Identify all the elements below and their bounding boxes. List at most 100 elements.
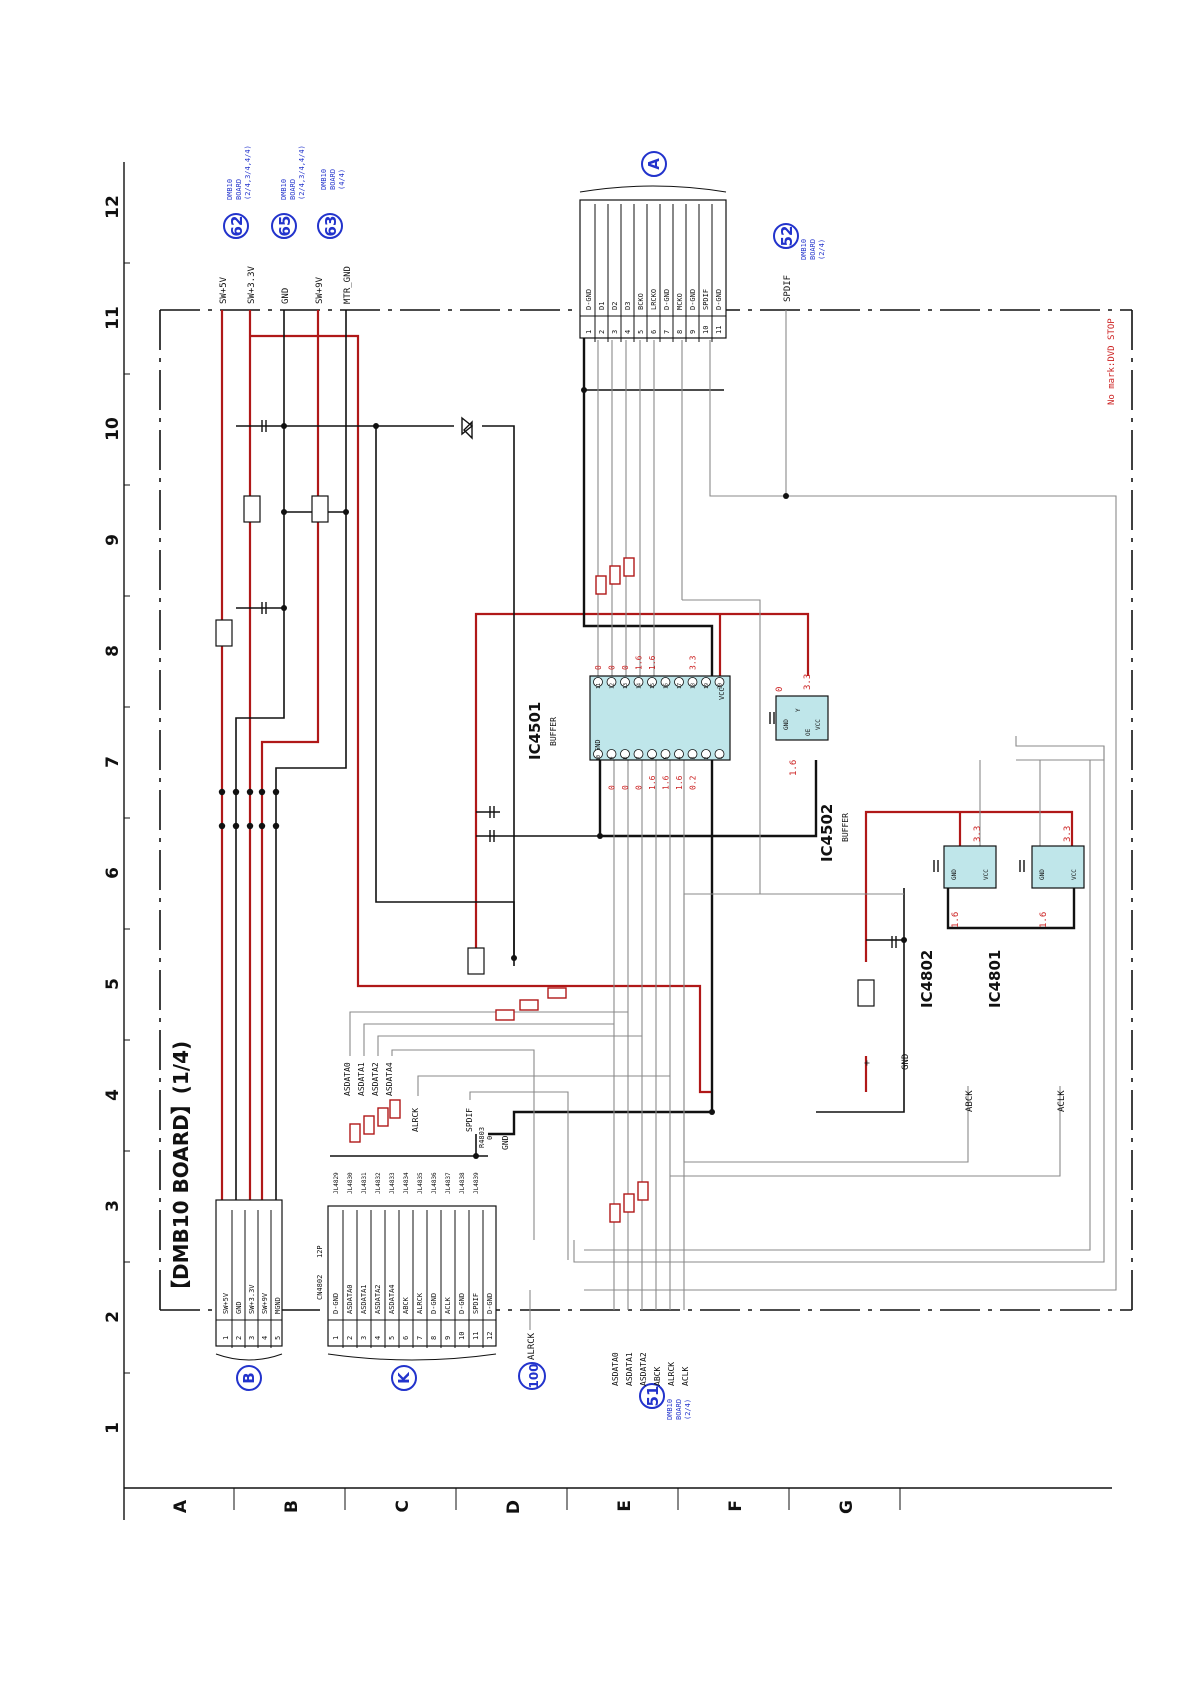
ic4502-volt-1: 3.3 (803, 674, 813, 690)
ic4501-bottom-pin-5: 5 (664, 756, 670, 759)
board-ref-62-desc-1: BOARD (235, 179, 243, 200)
connector-k-pin-1-number: 1 (332, 1336, 340, 1340)
board-ref-63-desc-1: BOARD (329, 169, 337, 190)
connector-a-pin-8-number: 8 (676, 330, 684, 334)
k-side-label-0: ASDATA0 (343, 1062, 352, 1096)
ic4501-top-pin-20: 20 (718, 683, 724, 689)
grid-col-8: 8 (103, 645, 123, 657)
ic4501-func: BUFFER (549, 717, 558, 746)
board-ref-circle-63 (317, 213, 343, 239)
k-jumper-tag-5: JL4834 (403, 1172, 410, 1194)
ic4501-bottom-pin-7: 7 (637, 756, 643, 759)
k-jumper-tag-7: JL4836 (431, 1172, 438, 1194)
ic4501-bottom-volt-9: 0 (608, 785, 617, 790)
grid-col-12: 12 (103, 195, 123, 219)
ic4501-bottom-volt-7: 0 (635, 785, 644, 790)
connector-k-pin-11-number: 11 (472, 1332, 480, 1340)
r4803-value: 0 (486, 1136, 494, 1140)
connector-k-pin-10-name: D-GND (458, 1293, 466, 1314)
ic4501-bottom-pin-2: 2 (704, 756, 710, 759)
connector-b-pin-5-name: MGND (274, 1297, 282, 1314)
grid-row-C: C (393, 1500, 413, 1512)
grid-row-B: B (282, 1500, 302, 1513)
board-ref-63: 63 (322, 216, 340, 237)
connector-a-pin-2-name: D1 (598, 302, 606, 310)
plus-mark: + (862, 1060, 873, 1066)
ic4501-top-volt-18: 3.3 (689, 655, 698, 670)
ic4502-pin-gnd: GND (783, 719, 790, 730)
ic4502-ref: IC4502 (818, 804, 836, 862)
connector-b-pin-2-name: GND (235, 1301, 243, 1314)
power-wires (220, 310, 1074, 1200)
ic4502-pin-oe: OE (805, 728, 812, 736)
k-side-label-2: ASDATA2 (371, 1062, 380, 1096)
connector-k-pin-6-number: 6 (402, 1336, 410, 1340)
connector-b-pin-4-number: 4 (261, 1336, 269, 1340)
grid-col-11: 11 (103, 306, 123, 330)
bottom-signal-5: ACLK (681, 1367, 690, 1386)
board-ref-65-desc-1: BOARD (289, 179, 297, 200)
ic4501-bottom-pin-1: 1 (718, 756, 724, 759)
board-ref-65-desc-0: DMB10 (280, 179, 288, 200)
alrck-bottom-label: ALRCK (527, 1332, 537, 1360)
connector-k: 1D-GND2ASDATA03ASDATA14ASDATA25ASDATA46A… (316, 1062, 510, 1391)
connector-k-sub: 12P (316, 1245, 324, 1258)
board-ref-51-desc-1: BOARD (675, 1399, 683, 1420)
ic4501-top-pin-13: 13 (623, 683, 629, 689)
connector-a-pin-7-number: 7 (663, 330, 671, 334)
ref-circle-a (641, 151, 667, 177)
connector-a-pin-7-name: D-GND (663, 289, 671, 310)
ic4801: IC4801 3.3 1.6 GND VCC (986, 826, 1085, 1008)
right-gnd-label: GND (901, 1054, 911, 1070)
connector-a-pin-3-number: 3 (611, 330, 619, 334)
ic4501-top-pin-17: 17 (677, 683, 683, 689)
ic4501-bottom-volt-6: 1.6 (648, 775, 657, 790)
connector-k-pin-9-number: 9 (444, 1336, 452, 1340)
k-side-label-5: SPDIF (465, 1108, 474, 1132)
ic4501-bottom-volt-4: 1.6 (675, 775, 684, 790)
connector-a-pin-1-name: D-GND (585, 289, 593, 310)
board-ref-62: 62 (228, 216, 246, 237)
bottom-signal-0: ASDATA0 (611, 1352, 620, 1386)
top-signal-1: SW+3.3V (247, 265, 257, 304)
grid-col-5: 5 (103, 978, 123, 990)
board-ref-52-desc-2: (2/4) (818, 239, 826, 260)
board-ref-51: 51 (644, 1386, 662, 1407)
k-side-label-1: ASDATA1 (357, 1062, 366, 1096)
ic4501-vcc-tag: VCC (718, 687, 726, 700)
right-aclk-label: ACLK (1057, 1090, 1067, 1112)
ic4501-top-pin-11: 11 (596, 683, 602, 689)
grid-col-2: 2 (103, 1311, 123, 1323)
connector-a-pin-4-name: D3 (624, 302, 632, 310)
board-ref-63-desc-0: DMB10 (320, 169, 328, 190)
connector-k-pin-12-name: D-GND (486, 1293, 494, 1314)
connector-a-ref: A (645, 158, 663, 170)
connector-k-pin-8-name: D-GND (430, 1293, 438, 1314)
ic4501-top-pin-15: 15 (650, 683, 656, 689)
k-side-label-6: GND (501, 1135, 510, 1150)
k-side-label-4: ALRCK (411, 1108, 420, 1132)
ic4501-top-volt-15: 1.6 (648, 655, 657, 670)
connector-k-pin-3-number: 3 (360, 1336, 368, 1340)
ic4802: IC4802 3.3 1.6 GND VCC (918, 826, 997, 1008)
bottom-signal-2: ASDATA2 (639, 1352, 648, 1386)
k-jumper-tag-0: JL4829 (333, 1172, 340, 1194)
ic4802-pin-gnd: GND (951, 869, 958, 880)
ic4501-bottom-pin-9: 9 (610, 756, 616, 759)
ic4501-top-volt-12: 0 (608, 665, 617, 670)
ic4802-ref: IC4802 (918, 950, 936, 1008)
ic4801-volt-0: 3.3 (1063, 826, 1073, 842)
ic4801-ref: IC4801 (986, 950, 1004, 1008)
connector-a-pin-11-name: D-GND (715, 289, 723, 310)
note-text: No mark:DVD STOP (1107, 318, 1117, 405)
bottom-signal-1: ASDATA1 (625, 1352, 634, 1386)
k-side-label-3: ASDATA4 (385, 1062, 394, 1096)
board-ref-52-desc-1: BOARD (809, 239, 817, 260)
connector-a-pin-1-number: 1 (585, 330, 593, 334)
connector-k-pin-10-number: 10 (458, 1332, 466, 1340)
board-ref-65-desc-2: (2/4,3/4,4/4) (298, 145, 306, 200)
